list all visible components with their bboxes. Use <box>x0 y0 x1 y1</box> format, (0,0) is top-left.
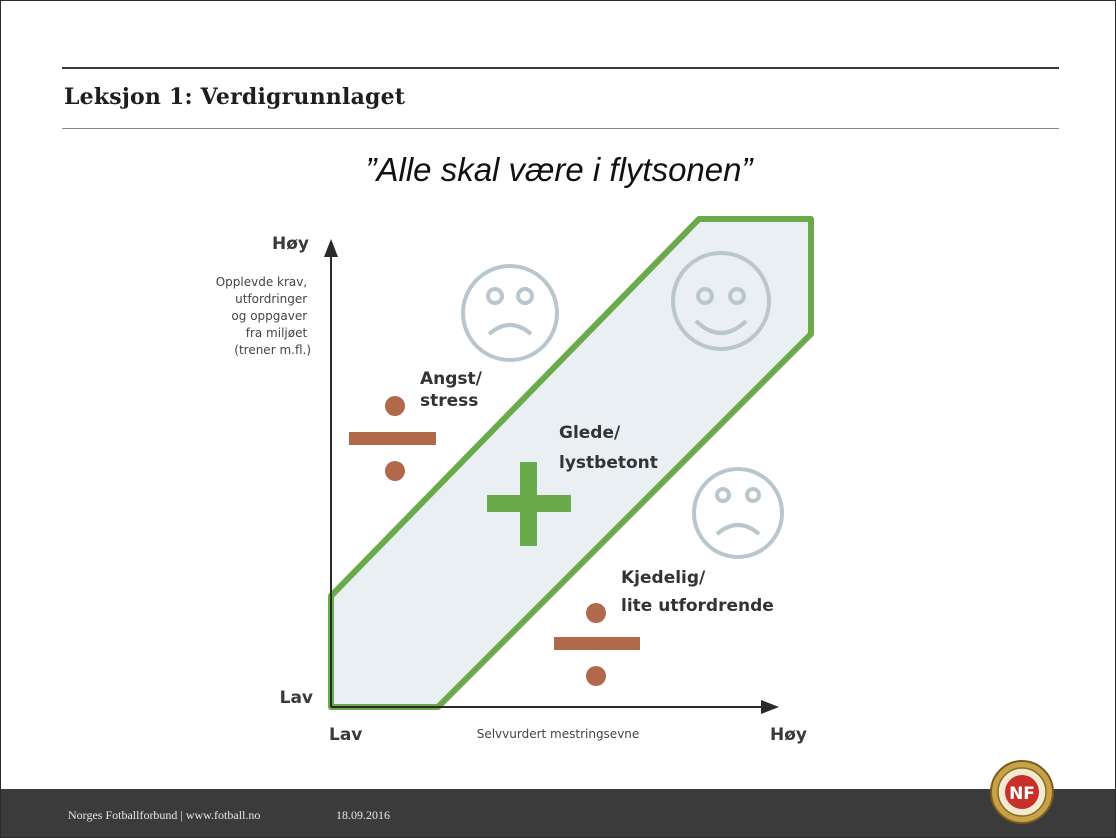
y-axis-label-line: Opplevde krav, <box>216 275 307 289</box>
anxiety-zone-label-line: Angst/ <box>420 369 483 389</box>
y-axis-label-line: utfordringer <box>235 292 307 306</box>
happy-face-icon <box>671 251 771 351</box>
y-axis-high-label: Høy <box>272 234 309 254</box>
sad-face-icon <box>692 467 784 559</box>
page-title: Leksjon 1: Verdigrunnlaget <box>64 84 406 110</box>
boredom-zone-label-line: Kjedelig/ <box>621 568 706 588</box>
boredom-zone-label-line: lite utfordrende <box>621 596 774 616</box>
plus-sign-icon <box>487 462 571 546</box>
y-axis-label-line: fra miljøet <box>246 326 308 340</box>
minus-sign-icon <box>554 603 640 686</box>
minus-sign-icon <box>349 396 436 481</box>
x-axis-low-label: Lav <box>329 725 362 745</box>
logo-initials: NF <box>1009 784 1035 804</box>
flow-zone-diagram: Høy Opplevde krav, utfordringer og oppga… <box>216 216 814 745</box>
boredom-zone-label: Kjedelig/ lite utfordrende <box>621 568 774 616</box>
y-axis-low-label: Lav <box>280 688 313 708</box>
y-axis-label-line: (trener m.fl.) <box>234 343 311 357</box>
nff-logo-icon: NF <box>990 760 1054 824</box>
flow-zone-label-line: Glede/ <box>559 423 621 443</box>
x-axis-arrow <box>761 700 779 714</box>
x-axis-label: Selvvurdert mestringsevne <box>477 727 640 741</box>
sad-face-icon <box>461 264 559 362</box>
flow-zone-label: Glede/ lystbetont <box>559 423 658 473</box>
y-axis-label: Opplevde krav, utfordringer og oppgaver … <box>216 275 311 357</box>
anxiety-zone-label: Angst/ stress <box>420 369 488 411</box>
flow-zone-label-line: lystbetont <box>559 453 658 473</box>
footer-date: 18.09.2016 <box>336 808 390 822</box>
y-axis-label-line: og oppgaver <box>231 309 307 323</box>
y-axis-arrow <box>324 239 338 257</box>
slide-quote: ”Alle skal være i flytsonen” <box>365 151 753 188</box>
header-rule-bottom <box>62 128 1059 129</box>
footer-bar: Norges Fotballforbund | www.fotball.no 1… <box>1 789 1115 837</box>
x-axis-high-label: Høy <box>770 725 807 745</box>
header-rule-top <box>62 67 1059 69</box>
anxiety-zone-label-line: stress <box>420 391 478 411</box>
footer-org: Norges Fotballforbund | www.fotball.no <box>68 808 261 822</box>
